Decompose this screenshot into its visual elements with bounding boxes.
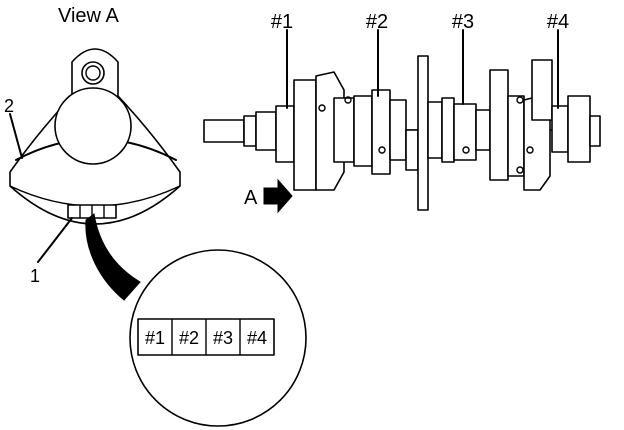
leader-item-1	[37, 217, 73, 263]
view-direction-arrow-icon	[263, 178, 293, 214]
center-bore-icon	[54, 87, 132, 165]
crank-end-view	[9, 48, 181, 263]
callout-item-1: 1	[30, 266, 40, 286]
stamp-code-boxes	[67, 204, 117, 219]
code-box-grid: #1 #2 #3 #4	[137, 318, 275, 356]
code-box-4: #4	[247, 328, 267, 348]
journal-label-2: #2	[366, 11, 388, 33]
code-box-1: #1	[145, 328, 165, 348]
crankshaft-side-view	[203, 55, 601, 211]
arrow-a-label: A	[244, 187, 258, 209]
view-a-label: View A	[58, 5, 119, 27]
magnify-pointer	[85, 213, 141, 301]
journal-label-1: #1	[271, 11, 293, 33]
journal-label-3: #3	[452, 11, 474, 33]
leader-item-2	[9, 113, 23, 159]
code-box-3: #3	[213, 328, 233, 348]
code-box-2: #2	[179, 328, 199, 348]
journal-label-4: #4	[547, 11, 569, 33]
callout-item-2: 2	[4, 96, 14, 116]
top-hole-icon	[81, 61, 105, 85]
